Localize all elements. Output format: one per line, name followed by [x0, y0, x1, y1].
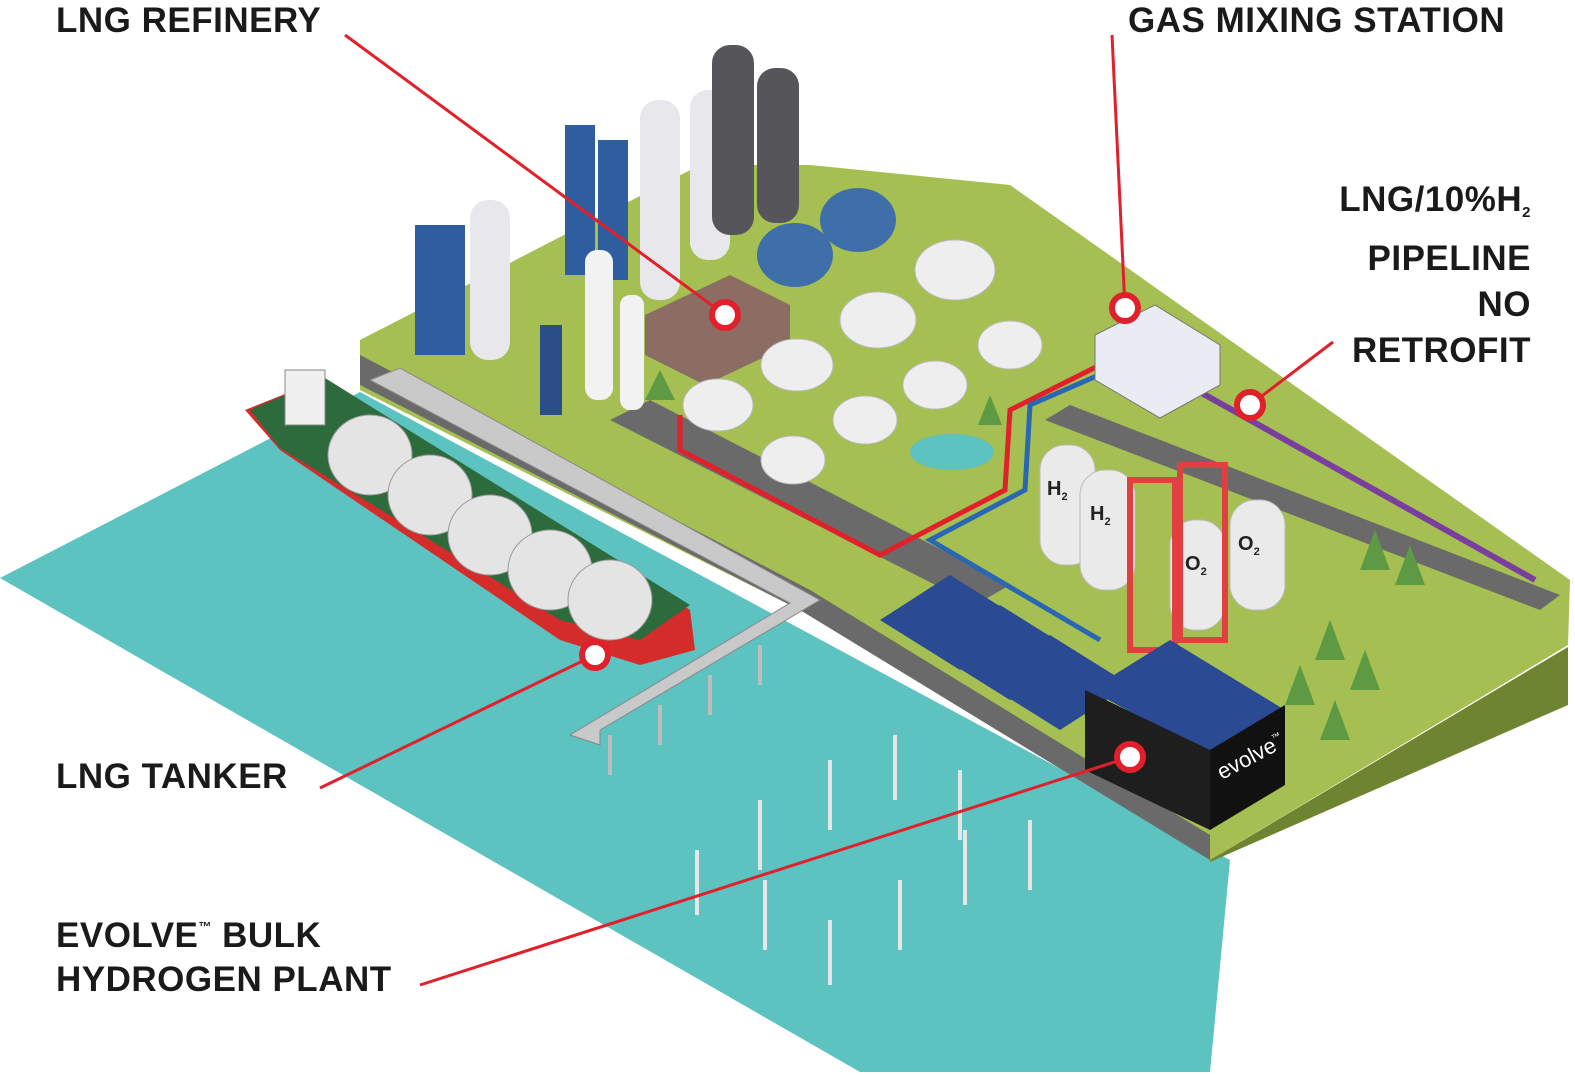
lng-storage-tank: [760, 338, 834, 392]
blue-column: [540, 325, 562, 415]
label-lng-tanker: LNG TANKER: [56, 757, 288, 796]
solar-sheds: [880, 575, 1285, 755]
distillation-column: [640, 100, 680, 300]
lng-storage-tank: [914, 239, 996, 301]
solar-panel-array: [1090, 640, 1285, 755]
lng-storage-tank: [902, 360, 968, 410]
sea: [0, 392, 1230, 1072]
trees: [645, 370, 1425, 740]
callout-line-tanker: [319, 653, 596, 790]
callout-line-pipeline: [1249, 340, 1334, 407]
callout-line-plant: [419, 755, 1131, 987]
white-column: [585, 250, 613, 400]
tank-farm: [682, 239, 1043, 485]
tank-letters: H2 H2 O2 O2: [1047, 478, 1260, 578]
lng-h2-pipeline: [1198, 389, 1537, 583]
dark-silo: [712, 45, 754, 235]
marker-refinery: [709, 299, 741, 331]
gas-mixing-station: [1094, 304, 1221, 419]
label-pipeline: LNG/10%H2 PIPELINE NO RETROFIT: [1339, 177, 1531, 374]
road-lower: [610, 400, 1010, 605]
label-gas-mixing-station: GAS MIXING STATION: [1128, 1, 1506, 40]
blue-storage-tank: [820, 188, 896, 252]
pipeline-line-2: PIPELINE: [1367, 239, 1531, 278]
refinery-towers: [415, 45, 896, 415]
tanker-bridge: [284, 369, 326, 426]
pipeline-line-3: NO: [1477, 285, 1531, 324]
ground-side-wall: [1210, 647, 1568, 862]
lng-storage-tank: [839, 291, 917, 349]
marker-plant: [1114, 741, 1146, 773]
pond: [910, 434, 994, 470]
pier-legs: [608, 645, 762, 775]
gas-storage: [1039, 444, 1286, 653]
pipeline-line-4: RETROFIT: [1352, 331, 1531, 370]
callout-line-refinery: [344, 33, 726, 317]
plant-line-2: HYDROGEN PLANT: [56, 960, 392, 999]
o2-label: O2: [1185, 553, 1207, 578]
marker-tanker: [579, 639, 611, 671]
lng-storage-tank: [760, 435, 826, 485]
lng-storage-tank: [832, 395, 898, 445]
h2-label: H2: [1090, 503, 1111, 528]
lng-storage-tank: [682, 378, 754, 432]
label-lng-refinery: LNG REFINERY: [56, 1, 322, 40]
red-frame: [1177, 462, 1228, 643]
road-right: [1045, 405, 1560, 610]
scaffold-tower: [415, 225, 465, 355]
callout-line-gas-mixing: [1110, 34, 1127, 309]
lng-sphere: [387, 454, 473, 536]
plant-line-1: EVOLVE™ BULK: [56, 916, 322, 955]
lng-sphere: [327, 414, 413, 496]
h2-tank: [1079, 469, 1136, 591]
o2-tank: [1229, 499, 1286, 611]
evolve-building-side: [1210, 705, 1285, 830]
blue-pipeline: [924, 365, 1116, 643]
evolve-building: [1085, 690, 1210, 830]
refinery-building: [645, 275, 790, 385]
blue-storage-tank: [757, 223, 833, 287]
pipeline-line-1: LNG/10%H2: [1339, 180, 1531, 221]
distillation-column: [470, 200, 510, 360]
lng-red-pipeline: [677, 357, 1112, 558]
red-frame: [1127, 477, 1178, 653]
dark-silo: [757, 68, 799, 223]
marker-pipeline: [1234, 389, 1266, 421]
lng-tanker: [245, 369, 695, 665]
callout-markers: [579, 292, 1266, 773]
lng-sphere: [567, 559, 653, 641]
wind-turbines: [695, 735, 1032, 985]
lng-storage-tank: [977, 320, 1043, 370]
label-evolve-plant: EVOLVE™ BULK HYDROGEN PLANT: [56, 905, 392, 1002]
h2-label: H2: [1047, 478, 1068, 503]
pier: [368, 367, 822, 746]
o2-label: O2: [1238, 533, 1260, 558]
white-column: [620, 295, 644, 410]
marker-gas-mixing: [1109, 292, 1141, 324]
callout-lines: [319, 33, 1334, 987]
